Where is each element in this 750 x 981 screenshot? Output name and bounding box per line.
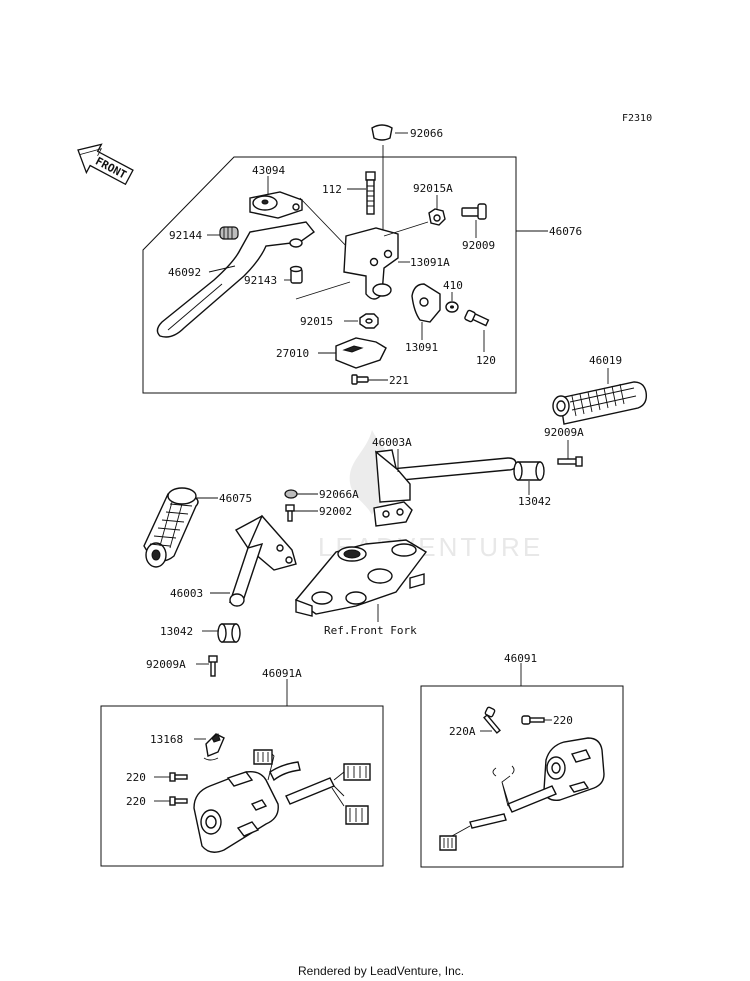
label-13091A: 13091A [410,256,450,269]
screw-220-right [521,715,552,725]
bolt-92002 [285,504,318,522]
nut-92015 [344,313,379,329]
label-92009: 92009 [462,239,495,252]
label-410: 410 [443,279,463,292]
label-221: 221 [389,374,409,387]
label-46003: 46003 [170,587,203,600]
left-switch-box [100,705,384,867]
screw-92009 [461,203,487,238]
washer-410 [445,292,459,313]
handlebar-46003 [210,514,297,607]
label-92066A: 92066A [319,488,359,501]
left-switch-wiring [253,749,371,825]
cap-92066A [284,489,318,499]
footer-credit: Rendered by LeadVenture, Inc. [298,964,464,978]
collar-92143 [284,265,303,284]
figure-code: F2310 [622,113,652,124]
screw-220-upper [154,772,188,782]
clip-13168 [194,733,225,761]
screw-220A [480,706,501,734]
label-92144: 92144 [169,229,202,242]
lever-holder-13091A [343,227,410,300]
label-46075: 46075 [219,492,252,505]
label-13091: 13091 [405,341,438,354]
bolt-92009A-left [196,655,218,677]
label-13042-right: 13042 [518,495,551,508]
label-92015A: 92015A [413,182,453,195]
clamp-13091 [411,283,441,340]
label-112: 112 [322,183,342,196]
clutch-lever-46092 [156,221,316,338]
label-27010: 27010 [276,347,309,360]
bar-end-weight-13042-right [513,461,545,495]
bolt-120 [464,309,490,352]
label-92002: 92002 [319,505,352,518]
label-46092: 46092 [168,266,201,279]
handlebar-46003A [373,449,517,527]
label-220A: 220A [449,725,476,738]
bar-end-weight-13042-left [202,623,241,643]
screw-220-lower [154,796,188,806]
label-92015: 92015 [300,315,333,328]
bolt-112 [347,171,376,215]
bolt-92009A-right [557,440,583,467]
reference-note: Ref.Front Fork [324,624,417,637]
spring-92144 [207,226,239,240]
adjuster-43094 [249,176,303,219]
grip-46019 [552,368,648,425]
left-switch-housing [193,761,301,853]
label-46003A: 46003A [372,436,412,449]
screw-221 [351,374,388,385]
label-92009A-left: 92009A [146,658,186,671]
right-switch-housing [543,737,605,801]
label-13042-left: 13042 [160,625,193,638]
label-220-right: 220 [553,714,573,727]
label-92066: 92066 [410,127,443,140]
label-220-lower: 220 [126,795,146,808]
grip-46075 [143,487,218,568]
right-switch-wiring [439,765,557,851]
fork-top-bracket [294,539,428,622]
label-120: 120 [476,354,496,367]
nut-92015A [383,195,446,237]
switch-27010 [318,337,387,369]
right-switch-box [420,685,624,868]
label-92143: 92143 [244,274,277,287]
label-13168: 13168 [150,733,183,746]
label-43094: 43094 [252,164,285,177]
label-46091: 46091 [504,652,537,665]
label-92009A-right: 92009A [544,426,584,439]
label-46019: 46019 [589,354,622,367]
label-46076: 46076 [549,225,582,238]
label-46091A: 46091A [262,667,302,680]
cap-92066 [371,124,408,238]
front-direction-arrow-icon: FRONT [77,143,134,186]
label-220-upper: 220 [126,771,146,784]
clutch-lever-assembly-box [142,156,517,394]
